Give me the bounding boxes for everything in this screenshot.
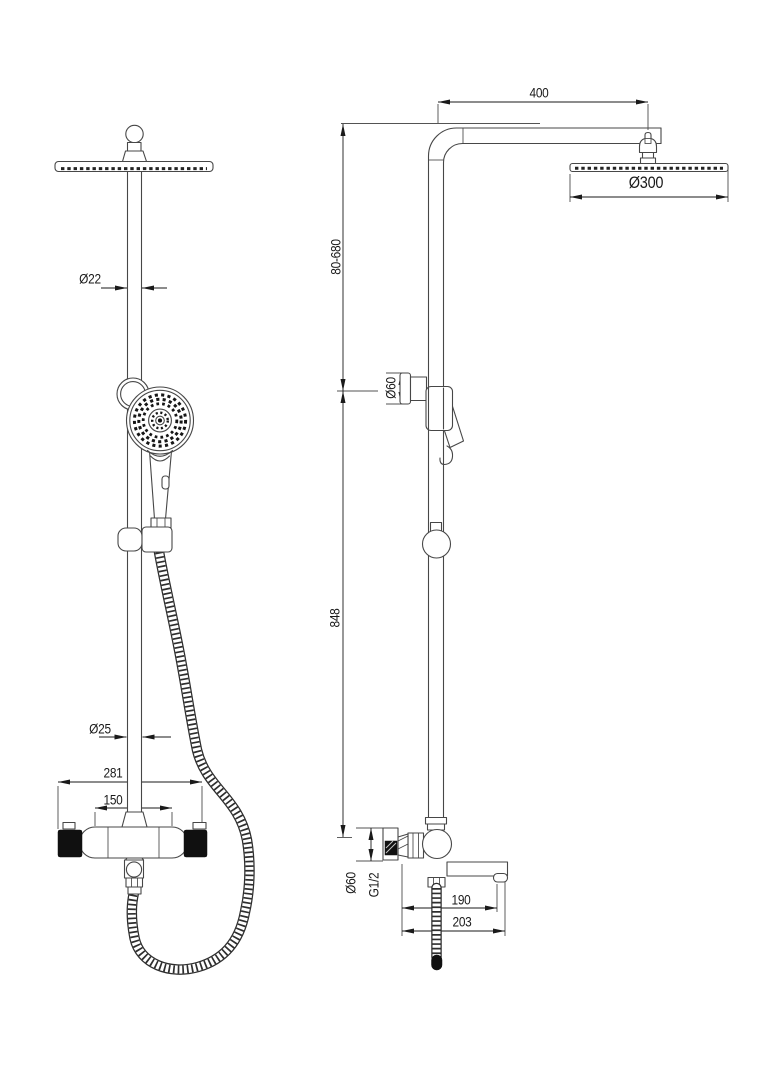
mixer-valve-side	[382, 816, 509, 888]
hose-hook	[439, 445, 454, 466]
rain-shower-head-front	[54, 160, 214, 173]
shower-hose-side	[431, 882, 443, 971]
dim-inlet-centers: 150	[103, 792, 123, 808]
handshower-head-side	[399, 372, 412, 405]
side-dimension-lines	[337, 99, 729, 936]
side-view	[337, 99, 729, 971]
dim-spout-overall: 203	[452, 914, 472, 930]
shower-hose-front	[126, 546, 255, 975]
handle-left	[57, 829, 83, 858]
dim-spout-reach: 190	[451, 892, 471, 908]
hand-shower-side	[399, 372, 465, 466]
dim-valve-body-diameter: Ø60	[343, 872, 359, 894]
handle-button	[161, 475, 170, 490]
riser-column-side	[427, 127, 662, 818]
dim-valve-width: 281	[103, 765, 123, 781]
diverter-outlet	[123, 857, 145, 895]
spout-aerator	[492, 872, 509, 883]
pipe-flange	[121, 811, 148, 828]
spray-selector-ring	[146, 449, 174, 457]
head-ball-joint	[638, 131, 658, 154]
rain-shower-head-side	[569, 131, 729, 173]
mixer-valve-front	[57, 811, 208, 895]
valve-body-side	[421, 828, 453, 860]
spout	[446, 861, 509, 877]
dim-arm-length: 400	[529, 85, 549, 101]
dim-handshower-diameter: Ø60	[383, 377, 399, 399]
holder-clamp	[425, 385, 454, 432]
dim-pipe-top-diameter: Ø22	[79, 271, 101, 287]
slider-lock-knob	[421, 521, 452, 559]
hand-shower-face	[125, 386, 195, 462]
dim-column-height: 848	[327, 608, 343, 628]
slide-bracket	[117, 517, 173, 553]
wall-union-right	[192, 821, 207, 830]
wall-union-left	[62, 821, 76, 830]
hand-shower-handle-front	[148, 450, 173, 520]
handle-right	[183, 829, 208, 858]
bracket-knob	[117, 527, 143, 552]
top-ball-joint	[121, 124, 148, 163]
dim-pipe-bottom-diameter: Ø25	[89, 721, 111, 737]
dim-connection-thread: G1/2	[366, 872, 382, 898]
dim-height-range: 80-680	[328, 239, 344, 275]
riser-pipe	[126, 170, 143, 813]
hose-end-tip	[431, 954, 443, 971]
front-view	[54, 124, 255, 975]
dim-head-diameter: Ø300	[628, 173, 664, 192]
